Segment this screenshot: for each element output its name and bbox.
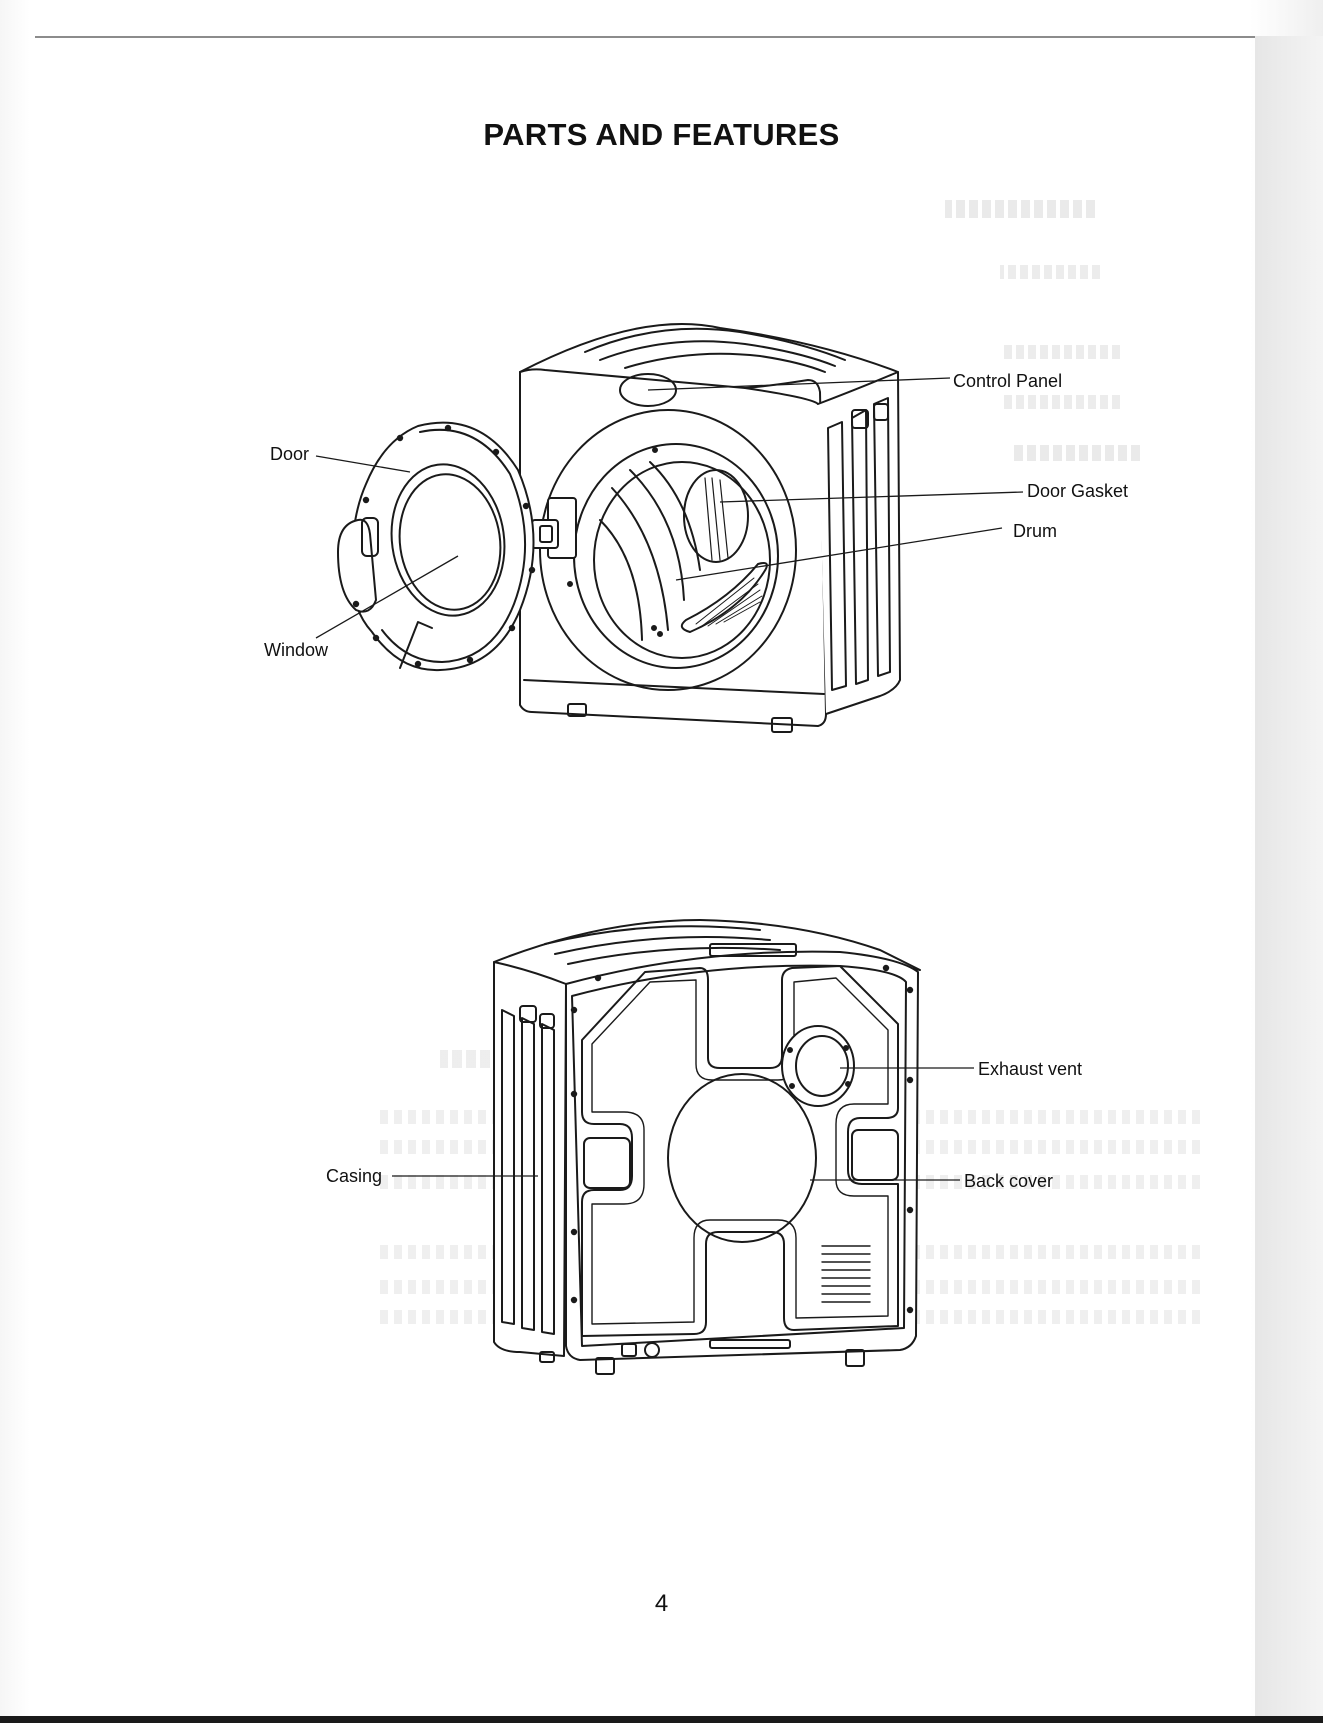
page-number: 4: [0, 1590, 1323, 1618]
exhaust-vent-screw: [846, 1082, 850, 1086]
door-hinge: [532, 520, 558, 548]
door-screw: [374, 636, 378, 640]
door-screw: [530, 568, 534, 572]
door-handle: [338, 520, 376, 612]
back-cover-label: Back cover: [964, 1171, 1053, 1191]
casing-label: Casing: [326, 1166, 382, 1186]
door-screw: [510, 626, 514, 630]
door-screw: [446, 426, 450, 430]
exhaust-vent-label: Exhaust vent: [978, 1059, 1082, 1079]
rear-screw: [884, 966, 888, 970]
door-label: Door: [270, 444, 309, 464]
door-screw: [398, 436, 402, 440]
front-indicator: [652, 626, 656, 630]
rear-screw: [572, 1298, 576, 1302]
window-label: Window: [264, 640, 329, 660]
dryer-front-view: [338, 324, 900, 732]
front-indicator: [658, 632, 662, 636]
rear-screw: [596, 976, 600, 980]
door-screw: [416, 662, 420, 666]
rear-screw: [908, 1078, 912, 1082]
exhaust-vent-flange: [782, 1026, 854, 1106]
door-screw: [524, 504, 528, 508]
rear-back-panel: [566, 952, 918, 1360]
front-indicator: [653, 448, 657, 452]
dryer-top-surface: [520, 324, 898, 372]
door-gasket-label: Door Gasket: [1027, 481, 1128, 501]
rear-screw: [572, 1230, 576, 1234]
door-screw: [494, 450, 498, 454]
rear-screw: [908, 1308, 912, 1312]
exhaust-vent-screw: [790, 1084, 794, 1088]
door-screw: [354, 602, 358, 606]
exhaust-vent-screw: [844, 1046, 848, 1050]
dryer-rear-view: [494, 920, 920, 1374]
front-indicator: [568, 582, 572, 586]
exhaust-vent-screw: [788, 1048, 792, 1052]
rear-screw: [572, 1008, 576, 1012]
rear-screw: [908, 988, 912, 992]
rear-screw: [908, 1208, 912, 1212]
rear-screw: [572, 1092, 576, 1096]
door-screw: [364, 498, 368, 502]
control-panel-label: Control Panel: [953, 371, 1062, 391]
door-screw: [468, 658, 472, 662]
drum-label: Drum: [1013, 521, 1057, 541]
